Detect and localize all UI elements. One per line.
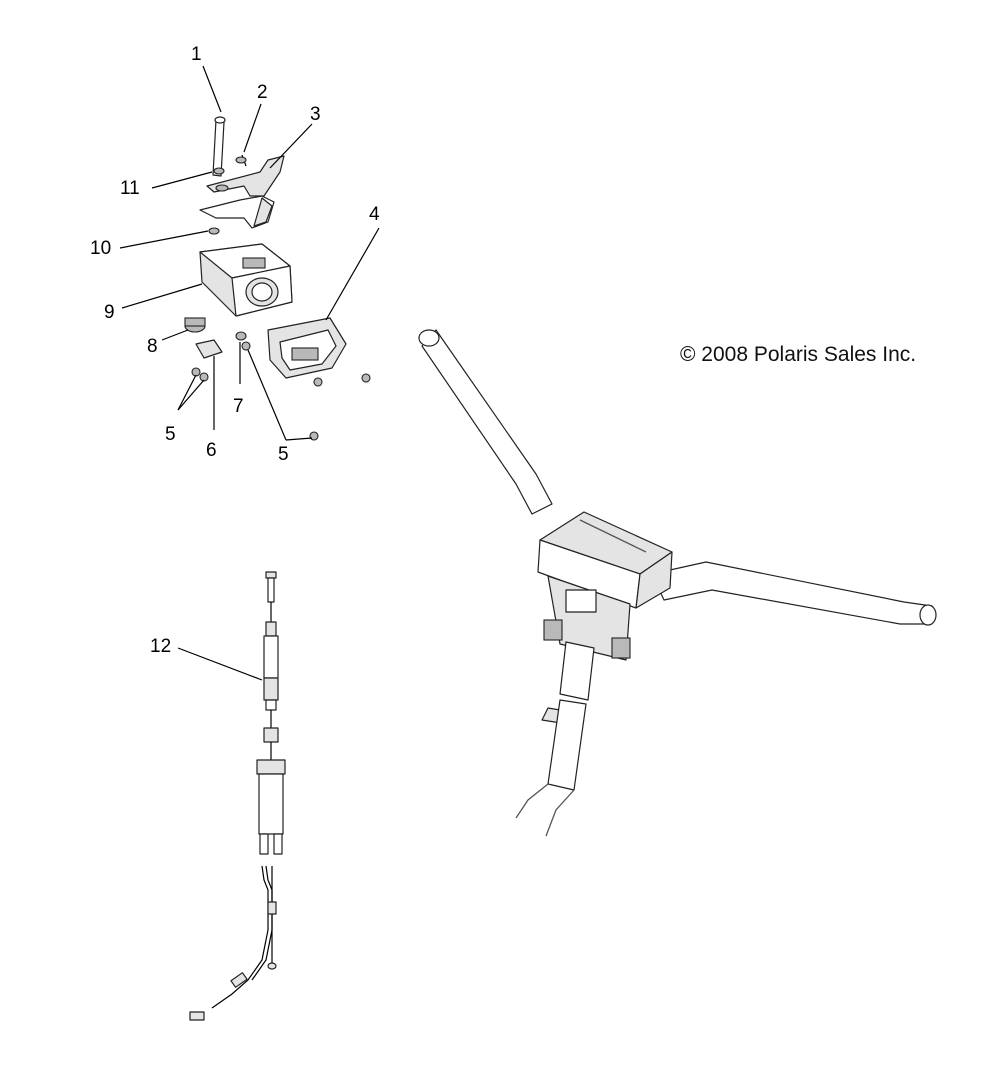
part-10-ring (208, 227, 220, 235)
handlebar-assembly (418, 329, 937, 837)
part-5-screws (191, 341, 371, 441)
callout-labels: 1 2 3 4 11 10 9 8 7 5 6 5 12 (90, 44, 380, 657)
callout-10: 10 (90, 238, 111, 259)
callout-2: 2 (257, 82, 268, 103)
callout-8: 8 (147, 336, 158, 357)
part-11-ring (213, 167, 225, 175)
copyright-notice: © 2008 Polaris Sales Inc. (680, 343, 917, 366)
leader-lines (119, 65, 380, 681)
part-3-lever (199, 155, 285, 229)
part-7-washer (235, 331, 247, 341)
callout-11: 11 (120, 178, 140, 199)
callout-6: 6 (206, 440, 217, 461)
callout-7: 7 (233, 396, 244, 417)
part-9-housing (199, 243, 293, 317)
callout-5-left: 5 (165, 424, 176, 445)
callout-4: 4 (369, 204, 380, 225)
part-8-nut (184, 317, 206, 333)
callout-1: 1 (191, 44, 202, 65)
callout-12: 12 (150, 636, 171, 657)
part-4-cover (267, 317, 347, 379)
callout-3: 3 (310, 104, 321, 125)
part-6-plate (195, 339, 223, 359)
part-2-screw (235, 154, 247, 167)
callout-5-right: 5 (278, 444, 289, 465)
part-1-pin (212, 116, 226, 177)
part-12-cable (189, 571, 286, 1021)
callout-9: 9 (104, 302, 115, 323)
